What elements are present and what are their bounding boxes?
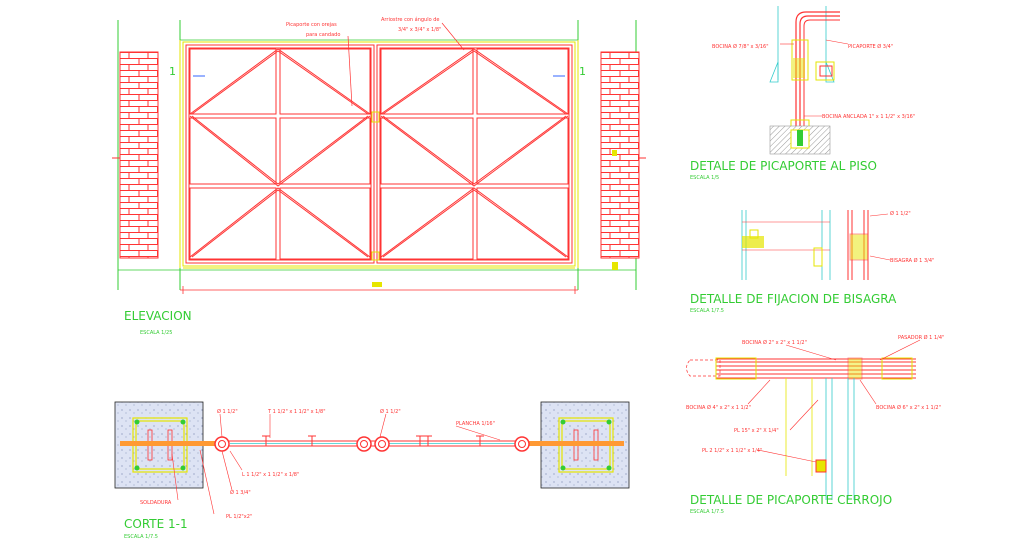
- hinge-scale: ESCALA 1/7.5: [690, 308, 724, 314]
- elevation-title: ELEVACION: [124, 309, 192, 323]
- hinge-title: DETALLE DE FIJACION DE BISAGRA: [690, 292, 897, 306]
- section-mark-left: 1: [169, 65, 176, 78]
- label-pasador: PASADOR Ø 1 1/4": [898, 334, 944, 341]
- label-sec-phi-a: Ø 1 1/2": [217, 408, 238, 415]
- elevation-scale: ESCALA 1/25: [140, 330, 172, 336]
- label-sec-plancha: PLANCHA 1/16": [456, 421, 495, 427]
- label-picaporte-line1: Picaporte con orejas: [286, 22, 337, 28]
- brick-column-left: [119, 51, 159, 259]
- label-bocina-4: BOCINA Ø 4" x 2" x 1 1/2": [686, 404, 751, 411]
- label-angulo-line2: 3/4" x 3/4" x 1/8": [398, 27, 441, 33]
- label-bocina-anclada: BOCINA ANCLADA 1" x 1 1/2" x 3/16": [822, 114, 915, 120]
- bolt-scale: ESCALA 1/7.5: [690, 509, 724, 515]
- label-angulo-line1: Arriostre con ángulo de: [381, 16, 440, 23]
- gate-leaf-right: [376, 44, 573, 264]
- label-bocina-2: BOCINA Ø 2" x 2" x 1 1/2": [742, 339, 807, 346]
- section-mark-right: 1: [579, 65, 586, 78]
- hinge-detail: Ø 1 1/2" BISAGRA Ø 1 3/4" DETALLE DE FIJ…: [690, 210, 934, 314]
- brick-column-right: [600, 51, 640, 259]
- label-picaporte-34: PICAPORTE Ø 3/4": [848, 43, 893, 50]
- label-sec-t: T 1 1/2" x 1 1/2" x 1/8": [267, 409, 326, 415]
- elevation-view: 1 1 Picaporte con orejas para candado Ar…: [112, 16, 646, 336]
- label-sec-l: L 1 1/2" x 1 1/2" x 1/8": [242, 472, 299, 478]
- bolt-latch-detail: BOCINA Ø 2" x 2" x 1 1/2" PASADOR Ø 1 1/…: [686, 334, 944, 515]
- label-bocina-6: BOCINA Ø 6" x 2" x 1 1/2": [876, 404, 941, 411]
- section-scale: ESCALA 1/7.5: [124, 534, 158, 540]
- latch-floor-scale: ESCALA 1/5: [690, 175, 719, 181]
- section-title: CORTE 1-1: [124, 517, 188, 531]
- label-sec-pl: PL 1/2"x2": [226, 514, 252, 520]
- latch-floor-detail: BOCINA Ø 7/8" x 3/16" PICAPORTE Ø 3/4" B…: [690, 6, 915, 181]
- gate-frame: [182, 41, 576, 267]
- section-view: Ø 1 1/2" T 1 1/2" x 1 1/2" x 1/8" Ø 1 1/…: [114, 401, 630, 540]
- gate-leaf-left: [185, 44, 375, 264]
- label-sec-phi-134: Ø 1 3/4": [230, 489, 251, 496]
- label-sec-phi-b: Ø 1 1/2": [380, 408, 401, 415]
- latch-floor-title: DETALE DE PICAPORTE AL PISO: [690, 159, 877, 173]
- label-pl-15: PL 15" x 2" X 1/4": [734, 428, 779, 434]
- label-picaporte-line2: para candado: [306, 32, 340, 38]
- label-sec-soldadura: SOLDADURA: [140, 500, 172, 506]
- bolt-title: DETALLE DE PICAPORTE CERROJO: [690, 493, 892, 507]
- label-bisagra: BISAGRA Ø 1 3/4": [890, 257, 934, 264]
- label-pl-212: PL 2 1/2" x 1 1/2" x 1/4": [702, 448, 762, 454]
- label-hinge-phi: Ø 1 1/2": [890, 210, 911, 217]
- label-bocina-top: BOCINA Ø 7/8" x 3/16": [712, 43, 769, 50]
